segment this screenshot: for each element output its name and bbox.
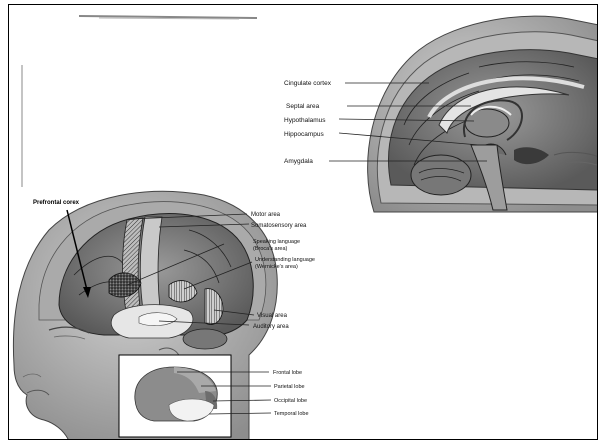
label-somatosensory-area: Somatosensory area [251,223,307,229]
label-amygdala: Amygdala [284,158,313,165]
label-motor-area: Motor area [251,212,281,218]
sagittal-section-illustration [329,16,598,212]
label-brocas-area: (Broca's area) [253,246,288,252]
brain-diagram: Cingulate cortex Septal area Hypothalamu… [9,5,598,440]
label-parietal-lobe: Parietal lobe [274,384,305,390]
label-prefrontal-cortex: Prefrontal corex [33,200,80,206]
diagram-frame: Cingulate cortex Septal area Hypothalamu… [8,4,598,440]
label-auditory-area: Auditory area [253,324,289,330]
label-cingulate-cortex: Cingulate cortex [284,80,332,87]
label-visual-area: Visual area [257,313,288,319]
label-frontal-lobe: Frontal lobe [273,370,302,376]
label-hippocampus: Hippocampus [284,131,324,138]
label-wernickes-area: (Wernicke's area) [255,264,298,270]
label-septal-area: Septal area [286,103,320,110]
label-hypothalamus: Hypothalamus [284,117,326,124]
label-temporal-lobe: Temporal lobe [274,411,309,417]
label-understanding-language: Understanding language [255,257,315,263]
label-occipital-lobe: Occipital lobe [274,398,307,404]
header-stroke [79,16,257,19]
label-speaking-language: Speaking language [253,239,300,245]
